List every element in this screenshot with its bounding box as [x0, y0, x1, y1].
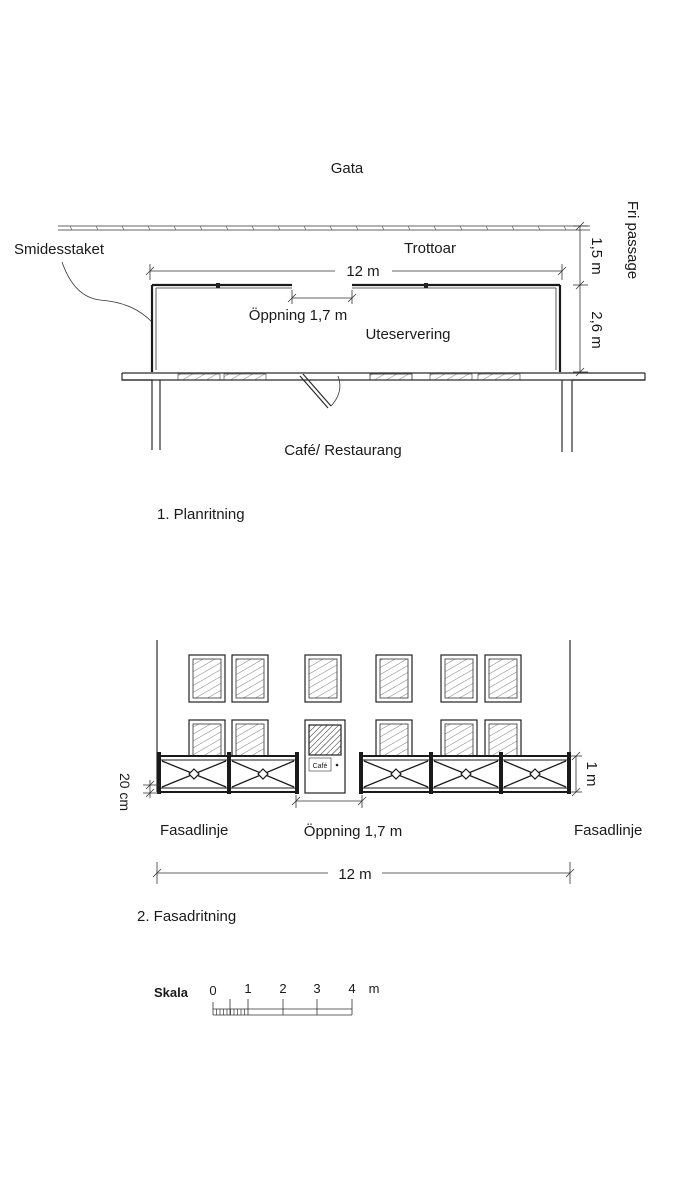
gap-dim-label: 20 cm — [117, 773, 133, 811]
fence-leader — [61, 261, 153, 323]
free-passage-label: Fri passage — [624, 201, 641, 279]
opening-dimension — [287, 290, 357, 304]
passage-dim-label: 1,5 m — [588, 237, 605, 275]
gap-dimension — [143, 780, 160, 798]
facade-opening-label: Öppning 1,7 m — [304, 822, 402, 840]
facade-opening-dimension — [291, 795, 367, 808]
street-label: Gata — [331, 160, 364, 177]
facade-width-dimension — [152, 862, 575, 884]
fence-railing — [157, 752, 571, 794]
facade-drawing: Café 1 m 20 cm Öppning 1,7 m — [117, 640, 642, 925]
fence-label: Smidesstaket — [14, 241, 105, 258]
scale-tick-4: 4 — [348, 981, 355, 996]
sidewalk-label: Trottoar — [404, 240, 456, 257]
fence-enclosure — [150, 283, 562, 372]
building-outline — [121, 372, 646, 452]
scale-tick-0: 0 — [209, 983, 216, 998]
facade-caption: 2. Fasadritning — [137, 908, 236, 925]
scale-bar: Skala 0 1 2 3 4 m — [154, 981, 380, 1016]
sidewalk-edge — [58, 225, 590, 231]
plan-width-label: 12 m — [346, 263, 379, 280]
depth-dim-label: 2,6 m — [588, 311, 605, 349]
plan-width-dimension — [145, 264, 567, 280]
cafe-sign: Café — [313, 763, 328, 770]
scale-tick-1: 1 — [244, 981, 251, 996]
facade-line-right-label: Fasadlinje — [574, 822, 642, 839]
passage-dimension — [573, 221, 588, 377]
scale-unit: m — [369, 981, 380, 996]
railing-height-dimension — [571, 751, 582, 797]
scale-tick-3: 3 — [313, 981, 320, 996]
scale-label: Skala — [154, 985, 189, 1000]
facade-line-left-label: Fasadlinje — [160, 822, 228, 839]
seating-label: Uteservering — [365, 326, 450, 343]
wall-windows — [177, 373, 521, 381]
lower-windows — [188, 719, 522, 761]
plan-drawing: Gata Trottoar Smidesstaket 12 m Fri pass… — [14, 160, 646, 523]
railing-height-label: 1 m — [583, 761, 600, 786]
scale-tick-2: 2 — [279, 981, 286, 996]
cafe-door — [304, 719, 346, 794]
plan-opening-label: Öppning 1,7 m — [249, 306, 347, 324]
building-label: Café/ Restaurang — [284, 442, 402, 459]
plan-caption: 1. Planritning — [157, 506, 245, 523]
upper-windows — [188, 654, 522, 703]
entrance-door — [299, 373, 341, 409]
facade-width-label: 12 m — [338, 866, 371, 883]
